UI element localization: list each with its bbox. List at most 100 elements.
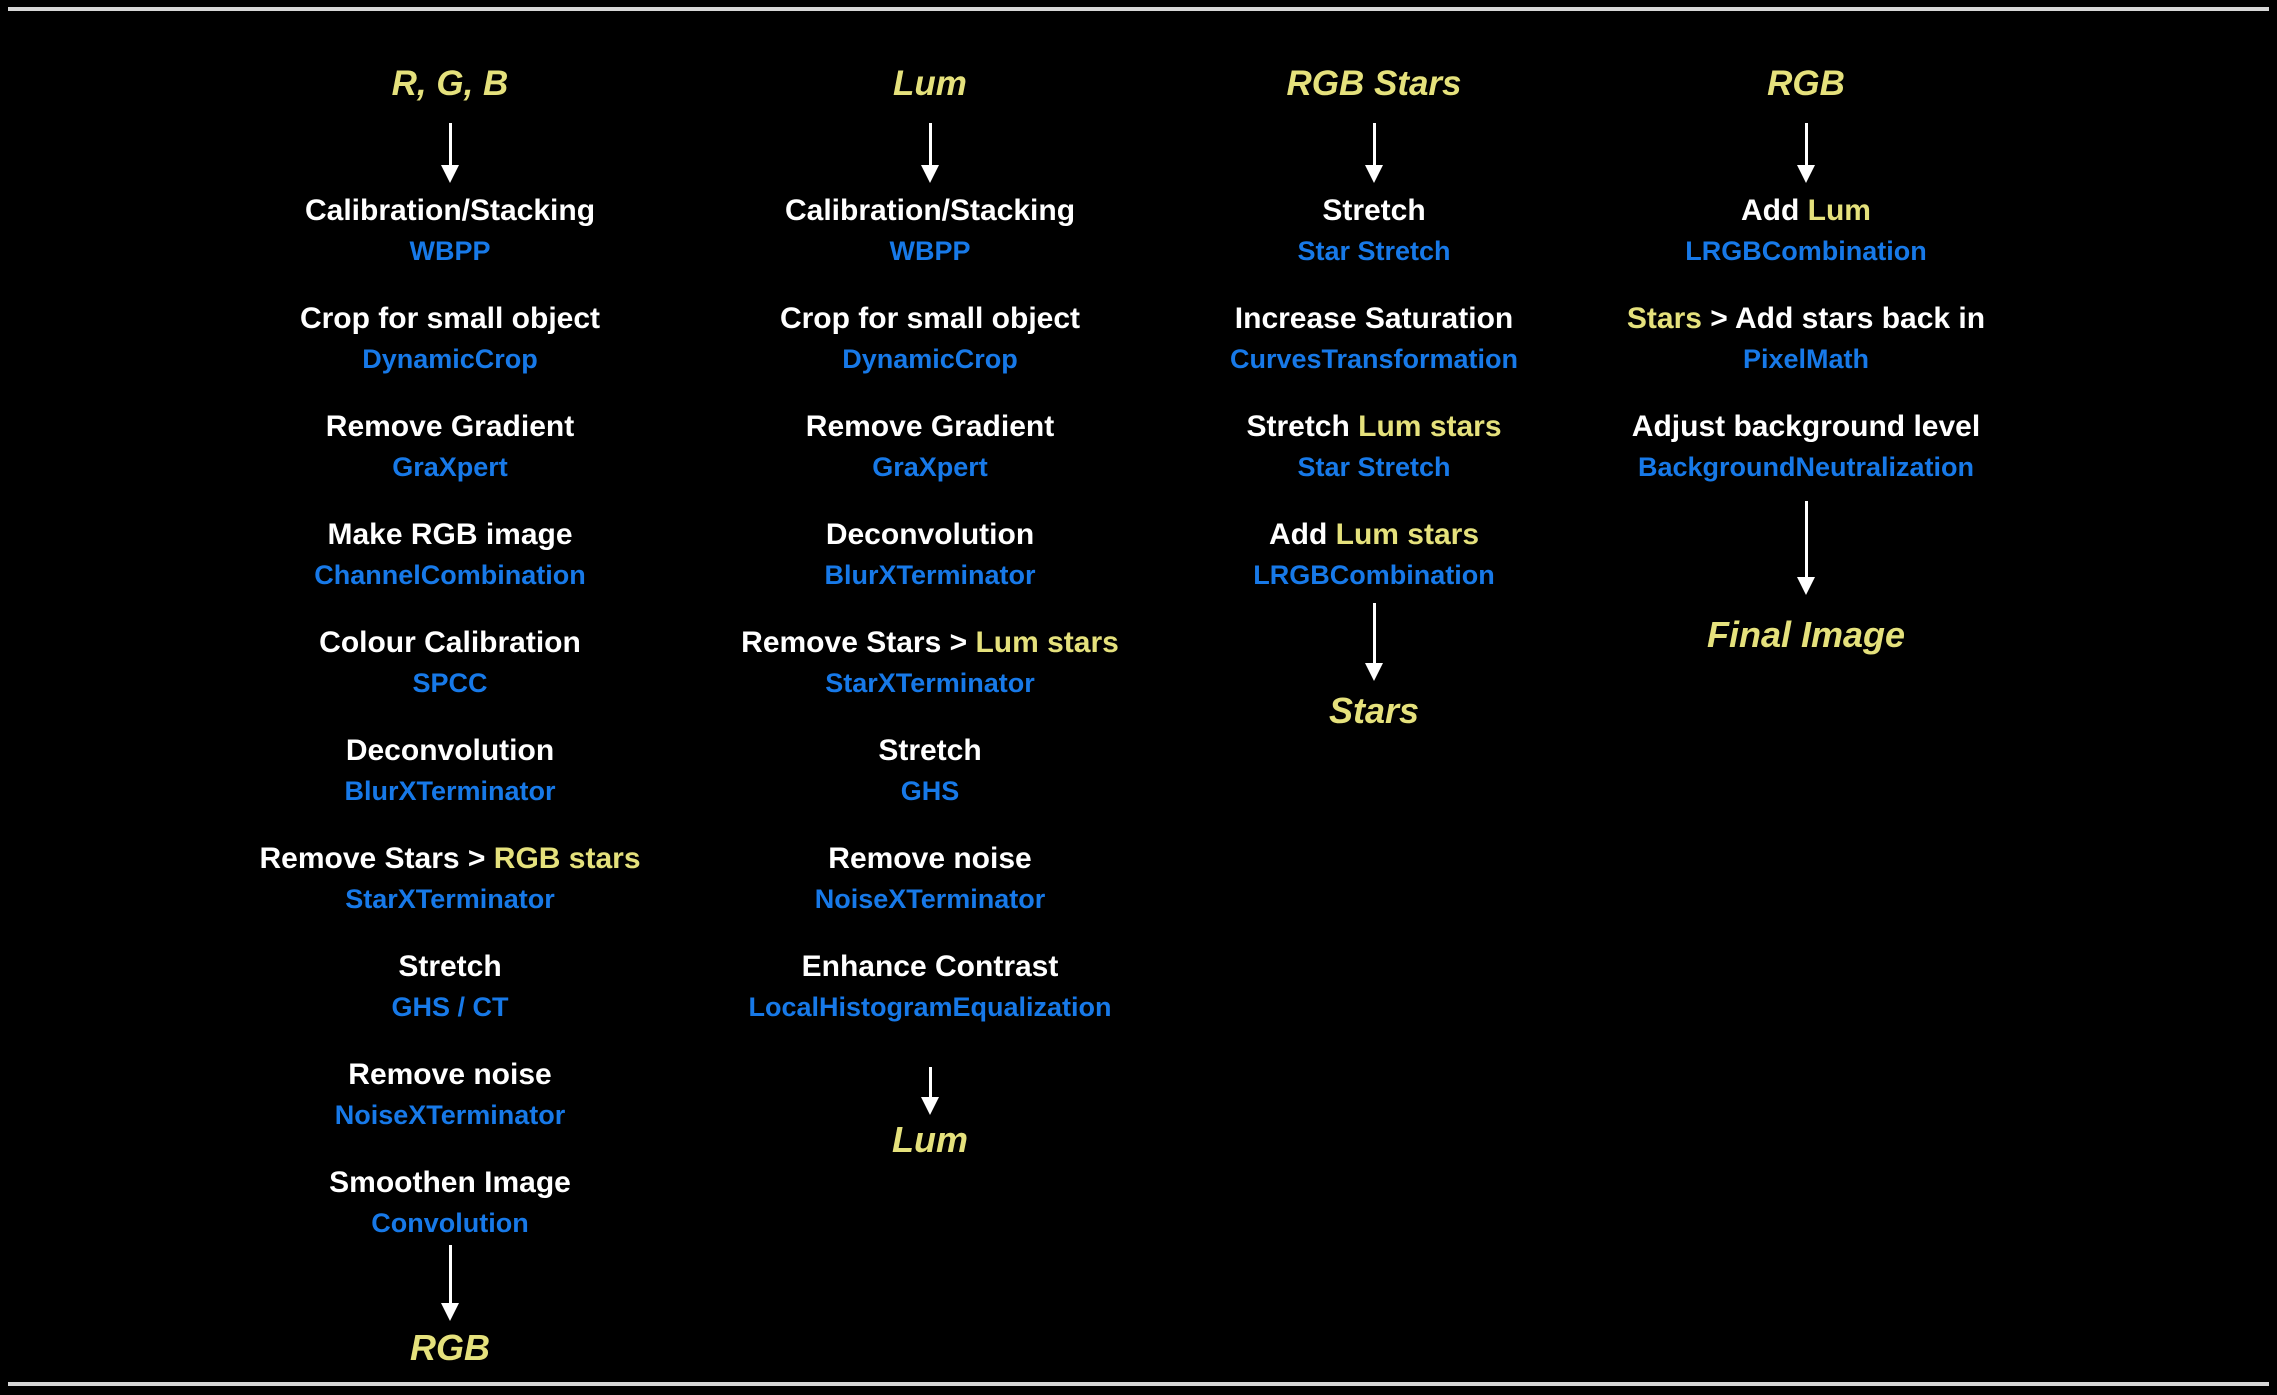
- workflow-step: Stretch Star Stretch: [1074, 189, 1674, 297]
- label-text: Stretch: [878, 734, 982, 767]
- step-label: Stretch: [1074, 189, 1674, 233]
- workflow-step: Calibration/Stacking WBPP: [630, 189, 1230, 297]
- step-label: Colour Calibration: [150, 621, 750, 665]
- step-tool-label: StarXTerminator: [345, 884, 555, 914]
- down-arrow-icon: [630, 123, 1230, 183]
- step-tool-label: GraXpert: [392, 452, 508, 482]
- label-text: Make RGB image: [327, 518, 573, 551]
- step-tool-label: LRGBCombination: [1685, 236, 1927, 266]
- workflow-step: Stars > Add stars back in PixelMath: [1506, 297, 2106, 405]
- step-label: Increase Saturation: [1074, 297, 1674, 341]
- step-label: Smoothen Image: [150, 1161, 750, 1205]
- step-tool-label: DynamicCrop: [842, 344, 1018, 374]
- down-arrow-icon: [1074, 123, 1674, 183]
- bottom-divider: [8, 1382, 2269, 1386]
- step-tool-label: WBPP: [409, 236, 491, 266]
- step-list: Calibration/Stacking WBPP Crop for small…: [630, 189, 1230, 1053]
- workflow-step: Stretch GHS: [630, 729, 1230, 837]
- arrow-shaft: [1804, 123, 1808, 165]
- step-list: Stretch Star Stretch Increase Saturation…: [1074, 189, 1674, 621]
- step-tool-label: Convolution: [371, 1208, 529, 1238]
- down-arrow-icon: [150, 123, 750, 183]
- step-label: Deconvolution: [150, 729, 750, 773]
- label-text: Calibration/Stacking: [784, 194, 1076, 227]
- label-text: Remove Gradient: [325, 410, 575, 443]
- workflow-step: Deconvolution BlurXTerminator: [630, 513, 1230, 621]
- step-label: Add Lum: [1506, 189, 2106, 233]
- step-label: Calibration/Stacking: [630, 189, 1230, 233]
- arrow-head: [1365, 663, 1383, 681]
- workflow-step: Remove noise NoiseXTerminator: [150, 1053, 750, 1161]
- step-label: Stars > Add stars back in: [1506, 297, 2106, 341]
- step-tool-label: Star Stretch: [1297, 236, 1451, 266]
- label-text: Remove Gradient: [805, 410, 1055, 443]
- step-label: Add Lum stars: [1074, 513, 1674, 557]
- label-text: Deconvolution: [345, 734, 555, 767]
- arrow-head: [441, 1303, 459, 1321]
- step-label: Remove Stars > Lum stars: [630, 621, 1230, 665]
- down-arrow-icon: [1074, 603, 1674, 681]
- step-label: Enhance Contrast: [630, 945, 1230, 989]
- column-header-rgb-channels: R, G, B: [391, 64, 509, 103]
- column-rgb-channels: R, G, B Calibration/Stacking WBPP Crop f…: [150, 0, 750, 1371]
- label-text: Crop for small object: [299, 302, 601, 335]
- arrow-shaft: [928, 1067, 932, 1097]
- arrow-head: [1365, 165, 1383, 183]
- label-highlight: Lum stars: [1335, 518, 1480, 551]
- step-tool-label: SPCC: [412, 668, 488, 698]
- label-text: Stretch: [398, 950, 502, 983]
- arrow-shaft: [1804, 501, 1808, 577]
- label-text: > Add stars back in: [1701, 302, 1986, 335]
- arrow-shaft: [1372, 603, 1376, 663]
- label-text: Stretch: [1322, 194, 1426, 227]
- workflow-step: Calibration/Stacking WBPP: [150, 189, 750, 297]
- workflow-step: Remove Gradient GraXpert: [150, 405, 750, 513]
- step-tool-label: ChannelCombination: [314, 560, 586, 590]
- column-header-lum: Lum: [893, 64, 967, 103]
- workflow-step: Remove Gradient GraXpert: [630, 405, 1230, 513]
- label-text: Add: [1268, 518, 1336, 551]
- label-text: Deconvolution: [825, 518, 1035, 551]
- label-highlight: Lum stars: [1358, 410, 1502, 443]
- terminal-label-stars: Stars: [1328, 690, 1420, 731]
- column-header-rgb-final: RGB: [1767, 64, 1845, 103]
- top-divider: [8, 7, 2269, 11]
- workflow-step: Adjust background level BackgroundNeutra…: [1506, 405, 2106, 513]
- workflow-step: Enhance Contrast LocalHistogramEqualizat…: [630, 945, 1230, 1053]
- label-text: Add: [1741, 194, 1808, 227]
- step-label: Adjust background level: [1506, 405, 2106, 449]
- step-tool-label: LocalHistogramEqualization: [748, 992, 1112, 1022]
- workflow-step: Colour Calibration SPCC: [150, 621, 750, 729]
- workflow-step: Remove noise NoiseXTerminator: [630, 837, 1230, 945]
- label-text: Remove noise: [828, 842, 1032, 875]
- step-list: Calibration/Stacking WBPP Crop for small…: [150, 189, 750, 1269]
- column-rgb-final: RGB Add Lum LRGBCombination Stars > Add …: [1506, 0, 2106, 658]
- terminal-label-rgb: RGB: [410, 1327, 490, 1368]
- step-tool-label: NoiseXTerminator: [334, 1100, 566, 1130]
- workflow-step: Crop for small object DynamicCrop: [150, 297, 750, 405]
- step-label: Stretch: [150, 945, 750, 989]
- step-label: Calibration/Stacking: [150, 189, 750, 233]
- step-tool-label: GraXpert: [872, 452, 988, 482]
- workflow-step: Deconvolution BlurXTerminator: [150, 729, 750, 837]
- workflow-step: Stretch GHS / CT: [150, 945, 750, 1053]
- label-text: Increase Saturation: [1234, 302, 1514, 335]
- step-tool-label: StarXTerminator: [825, 668, 1035, 698]
- label-highlight: RGB stars: [493, 842, 641, 875]
- workflow-step: Remove Stars > RGB stars StarXTerminator: [150, 837, 750, 945]
- label-text: Stretch: [1246, 410, 1359, 443]
- step-tool-label: BlurXTerminator: [344, 776, 556, 806]
- step-tool-label: NoiseXTerminator: [814, 884, 1046, 914]
- column-lum: Lum Calibration/Stacking WBPP Crop for s…: [630, 0, 1230, 1163]
- step-tool-label: DynamicCrop: [362, 344, 538, 374]
- label-text: Enhance Contrast: [801, 950, 1059, 983]
- arrow-head: [921, 1097, 939, 1115]
- step-label: Crop for small object: [630, 297, 1230, 341]
- label-highlight: Stars: [1626, 302, 1702, 335]
- arrow-shaft: [448, 123, 452, 165]
- workflow-step: Remove Stars > Lum stars StarXTerminator: [630, 621, 1230, 729]
- step-tool-label: WBPP: [889, 236, 971, 266]
- step-tool-label: GHS: [900, 776, 960, 806]
- workflow-step: Add Lum stars LRGBCombination: [1074, 513, 1674, 621]
- step-tool-label: GHS / CT: [391, 992, 509, 1022]
